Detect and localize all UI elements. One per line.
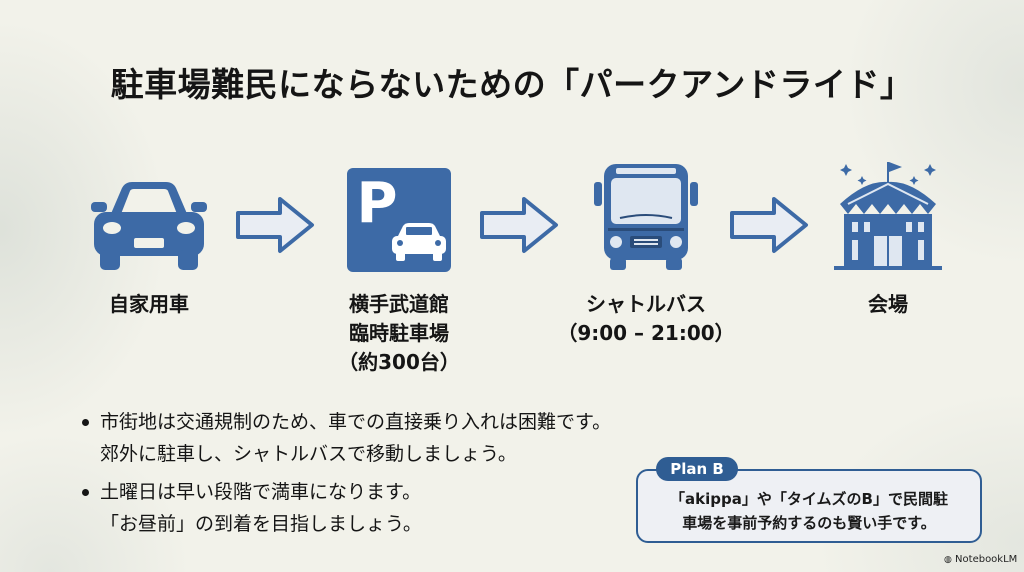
step-label-line: 横手武道館 [349,292,449,316]
bullet-dot [82,489,89,496]
plan-b-line: 「akippa」や「タイムズのB」で民間駐 [670,490,948,508]
slide-title: 駐車場難民にならないための「パークアンドライド」 [110,65,914,104]
plan-b-box: 「akippa」や「タイムズのB」で民間駐 車場を事前予約するのも賢い手です。 [636,469,982,543]
bullet-item: 市街地は交通規制のため、車での直接乗り入れは困難です。 郊外に駐車し、シャトルバ… [78,406,718,470]
brand-label: NotebookLM [955,554,1018,565]
bullet-item: 土曜日は早い段階で満車になります。 「お昼前」の到着を目指しましょう。 [78,476,718,540]
bullet-line: 郊外に駐車し、シャトルバスで移動しましょう。 [100,443,517,465]
step-label-line: 臨時駐車場 [349,321,449,345]
arrow-right-icon [480,197,558,253]
plan-b-line: 車場を事前予約するのも賢い手です。 [682,514,936,532]
step-label-line: 会場 [868,292,908,316]
step-label-bus: シャトルバス （9:00 – 21:00） [556,290,736,348]
plan-b-text: 「akippa」や「タイムズのB」で民間駐 車場を事前予約するのも賢い手です。 [638,487,980,535]
bullet-dot [82,419,89,426]
arrow-right-icon [236,197,314,253]
step-label-venue: 会場 [818,290,958,319]
bullet-line: 市街地は交通規制のため、車での直接乗り入れは困難です。 [100,411,612,433]
step-label-car: 自家用車 [70,290,228,319]
plan-b-tag: Plan B [656,457,738,481]
bullet-line: 「お昼前」の到着を目指しましょう。 [100,513,422,535]
bullet-list: 市街地は交通規制のため、車での直接乗り入れは困難です。 郊外に駐車し、シャトルバ… [78,406,718,546]
notebooklm-logo-icon: ◍ [944,555,952,565]
arrow-right-icon [730,197,808,253]
car-icon [91,182,207,270]
parking-icon: P [347,168,451,272]
step-label-line: （約300台） [338,350,460,374]
venue-icon [834,162,942,270]
bus-icon [594,164,698,270]
step-label-line: （9:00 – 21:00） [557,321,735,345]
parking-sign-letter: P [356,171,397,236]
step-label-line: 自家用車 [109,292,189,316]
notebooklm-watermark: ◍ NotebookLM [944,554,1017,565]
step-label-line: シャトルバス [586,292,706,316]
step-label-parking: 横手武道館 臨時駐車場 （約300台） [320,290,478,377]
bullet-line: 土曜日は早い段階で満車になります。 [100,481,422,503]
